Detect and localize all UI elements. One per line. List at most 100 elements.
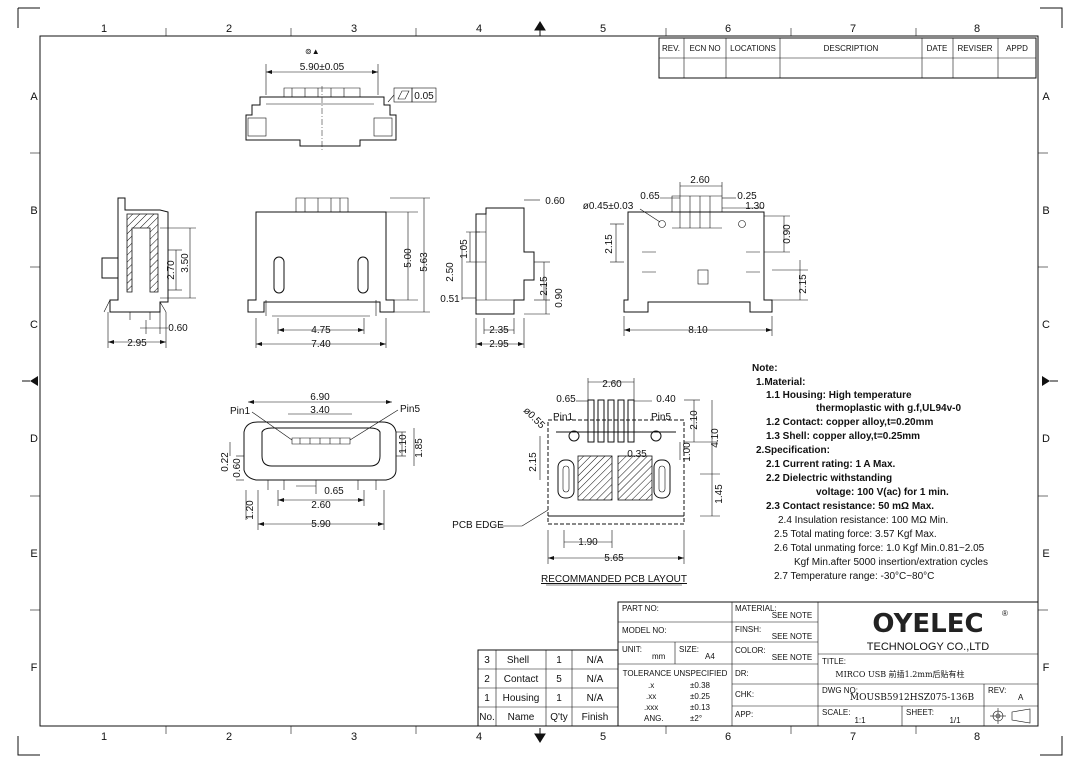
dim-5-90-b: 5.90 (311, 519, 331, 530)
note-line: 2.5 Total mating force: 3.57 Kgf Max. (774, 529, 937, 540)
app-label: APP: (735, 710, 753, 719)
note-line: thermoplastic with g.f,UL94v-0 (816, 403, 961, 414)
note-line: 1.1 Housing: High temperature (766, 390, 912, 401)
dim-0-90-r: 0.90 (554, 288, 565, 308)
row-a: A (30, 91, 38, 103)
dim-0-60: 0.60 (168, 323, 188, 334)
row-d: D (30, 433, 38, 445)
title-block: PART NO: MODEL NO: UNIT: mm SIZE: A4 TOL… (617, 601, 1039, 727)
notes-heading: Note: (752, 363, 778, 374)
top-view: ⊚▲ 5.90±0.05 0.05 (245, 47, 437, 150)
finish-label: FINSH: (735, 625, 761, 634)
dim-2-60-tr: 2.60 (690, 175, 710, 186)
bom-header-no: No. (479, 712, 495, 723)
dim-0-60-r: 0.60 (545, 196, 565, 207)
dim-1-05: 1.05 (459, 239, 470, 259)
model-no-label: MODEL NO: (622, 626, 667, 635)
col-2: 2 (226, 23, 232, 35)
date-header: DATE (927, 44, 948, 53)
dim-2-15-tr-l: 2.15 (604, 234, 615, 254)
dr-label: DR: (735, 669, 749, 678)
bom-table: 3 Shell 1 N/A 2 Contact 5 N/A 1 Housing … (477, 649, 619, 727)
dim-0-25-tr: 0.25 (737, 191, 757, 202)
dim-3-50: 3.50 (180, 253, 191, 273)
material-value: SEE NOTE (772, 611, 812, 620)
tol-x: .x (648, 681, 654, 690)
note-line: 2.6 Total unmating force: 1.0 Kgf Min.0.… (774, 543, 985, 554)
bom-row-1-qty: 1 (556, 693, 562, 704)
col-2: 2 (226, 731, 232, 743)
dim-3-40: 3.40 (310, 405, 330, 416)
registered-mark: ® (1002, 609, 1008, 618)
row-c: C (30, 319, 38, 331)
col-1: 1 (101, 731, 107, 743)
dim-1-10: 1.10 (398, 434, 409, 454)
top-right-view: 2.60 0.65 0.25 1.30 ø0.45±0.03 0.90 2.15… (583, 175, 809, 336)
col-7: 7 (850, 731, 856, 743)
bom-header-name: Name (508, 712, 535, 723)
dim-2-35: 2.35 (489, 325, 509, 336)
col-1: 1 (101, 23, 107, 35)
dim-0-90-tr: 0.90 (782, 224, 793, 244)
bom-header-finish: Finish (582, 712, 609, 723)
bom-row-1-name: Housing (503, 693, 540, 704)
bom-row-3-name: Shell (507, 655, 529, 666)
flatness-value: 0.05 (414, 91, 434, 102)
dim-2-95: 2.95 (127, 338, 147, 349)
col-6: 6 (725, 23, 731, 35)
dwg-no-label: DWG NO: (822, 686, 858, 695)
row-c: C (1042, 319, 1050, 331)
dim-1-45-pcb: 1.45 (714, 484, 725, 504)
unit-label: UNIT: (622, 645, 642, 654)
col-3: 3 (351, 731, 357, 743)
dim-0-60-b: 0.60 (232, 458, 243, 478)
pin5-label-pcb: Pin5 (651, 412, 671, 423)
dim-2-15-r: 2.15 (539, 276, 550, 296)
rev-header: REV. (662, 44, 680, 53)
title-value: MIRCO USB 前插1.2mm后贴有柱 (835, 669, 964, 679)
bom-row-2-no: 2 (484, 674, 490, 685)
col-7: 7 (850, 23, 856, 35)
reviser-header: REVISER (957, 44, 992, 53)
dim-5-63: 5.63 (419, 252, 430, 272)
bom-row-1-finish: N/A (587, 693, 604, 704)
notes: Note: 1.Material: 1.1 Housing: High temp… (752, 363, 988, 582)
dim-0-35-pcb: 0.35 (627, 449, 647, 460)
dim-4-10-pcb: 4.10 (710, 428, 721, 448)
company-logo: OYELEC (872, 609, 983, 639)
pcb-layout: 2.60 0.65 0.40 ø0.55 Pin1 Pin5 2.10 4.10… (452, 378, 725, 586)
row-letters-right: A B C D E F (1042, 91, 1050, 674)
dim-1-30-tr: 1.30 (745, 201, 765, 212)
dim-0-51: 0.51 (440, 294, 460, 305)
dim-2-50: 2.50 (445, 262, 456, 282)
row-b: B (30, 205, 37, 217)
dim-6-90: 6.90 (310, 392, 330, 403)
dim-2-70: 2.70 (166, 260, 177, 280)
dim-1-00-pcb: 1.00 (682, 442, 693, 462)
col-3: 3 (351, 23, 357, 35)
dim-0-65-pcb: 0.65 (556, 394, 576, 405)
dim-0-22: 0.22 (220, 452, 231, 472)
row-d: D (1042, 433, 1050, 445)
scale-label: SCALE: (822, 708, 850, 717)
note-line: voltage: 100 V(ac) for 1 min. (816, 487, 949, 498)
unit-value: mm (652, 652, 666, 661)
tol-xx: .xx (646, 692, 656, 701)
title-label: TITLE: (822, 657, 846, 666)
col-5: 5 (600, 731, 606, 743)
locations-header: LOCATIONS (730, 44, 776, 53)
bom-row-2-qty: 5 (556, 674, 562, 685)
tol-ang: ANG. (644, 714, 664, 723)
color-label: COLOR: (735, 646, 766, 655)
pin1-label-bottom: Pin1 (230, 406, 250, 417)
dim-2-60-b: 2.60 (311, 500, 331, 511)
description-header: DESCRIPTION (824, 44, 879, 53)
tol-xxx: .xxx (644, 703, 658, 712)
material-label: MATERIAL: (735, 604, 777, 613)
dim-4-75: 4.75 (311, 325, 331, 336)
size-label: SIZE: (679, 645, 699, 654)
company-name: TECHNOLOGY CO.,LTD (867, 641, 990, 653)
col-8: 8 (974, 731, 980, 743)
note-line: 2.3 Contact resistance: 50 mΩ Max. (766, 501, 934, 512)
